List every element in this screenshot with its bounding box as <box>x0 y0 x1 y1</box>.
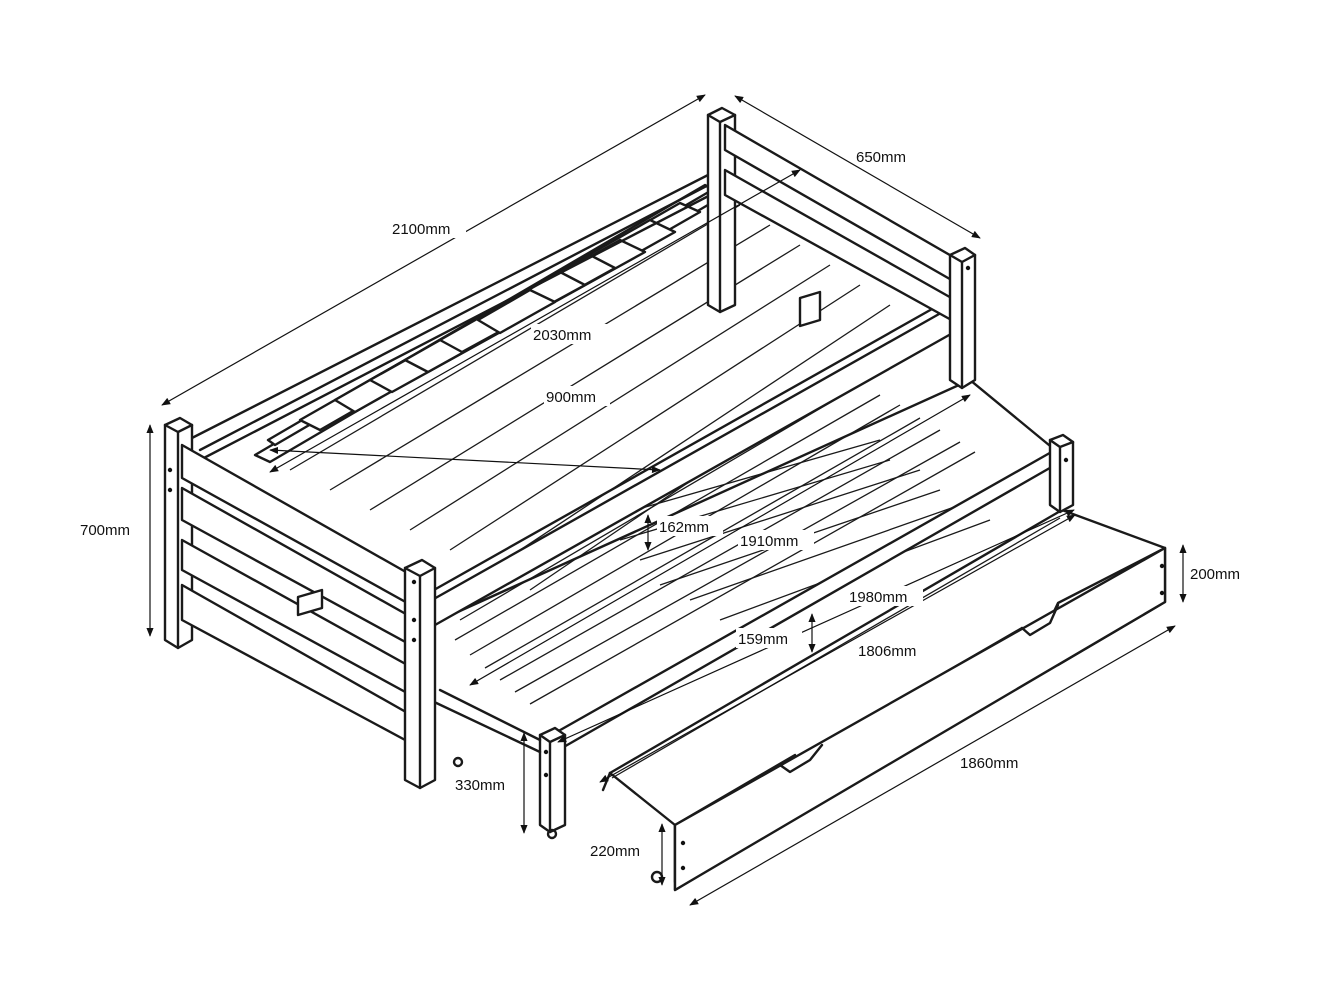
label-200: 200mm <box>1190 566 1240 583</box>
label-220: 220mm <box>590 843 640 860</box>
label-700: 700mm <box>80 522 130 539</box>
dimension-labels: 2100mm 650mm 2030mm 900mm 700mm 162mm 19… <box>80 149 1240 860</box>
trundle-drawer <box>601 508 1167 892</box>
label-1910: 1910mm <box>740 533 798 550</box>
label-159: 159mm <box>738 631 788 648</box>
dim-line-2030 <box>269 169 801 473</box>
label-1980: 1980mm <box>849 589 907 606</box>
label-1806: 1806mm <box>858 643 916 660</box>
dim-line-650 <box>734 95 981 239</box>
dim-line-1980 <box>557 509 1075 743</box>
label-650: 650mm <box>856 149 906 166</box>
label-2030: 2030mm <box>533 327 591 344</box>
label-162: 162mm <box>659 519 709 536</box>
dimension-lines <box>146 94 1187 906</box>
label-900: 900mm <box>546 389 596 406</box>
label-2100: 2100mm <box>392 221 450 238</box>
label-330: 330mm <box>455 777 505 794</box>
label-1860: 1860mm <box>960 755 1018 772</box>
left-headboard <box>163 416 464 790</box>
right-headboard <box>706 106 977 390</box>
dim-line-1860 <box>689 625 1176 906</box>
dim-line-900 <box>269 446 661 474</box>
